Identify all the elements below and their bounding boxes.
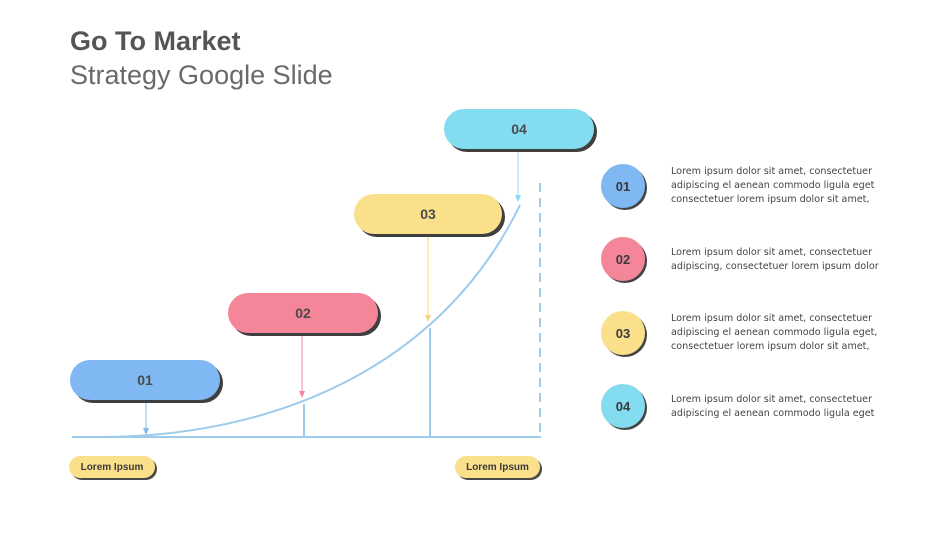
step-pill-02: 02 (228, 293, 378, 333)
pointer-arrow-04 (515, 150, 521, 202)
step-label-01: 01 (137, 372, 153, 388)
legend-text-01: Lorem ipsum dolor sit amet, consectetuer… (671, 166, 875, 205)
axis-tag-left: Lorem Ipsum (69, 456, 155, 478)
pointer-arrow-03 (425, 235, 431, 322)
axis-tag-right: Lorem Ipsum (455, 456, 540, 478)
legend-circle-01: 01 (601, 164, 645, 208)
legend-text-03: Lorem ipsum dolor sit amet, consectetuer… (671, 313, 878, 352)
legend-number-04: 04 (615, 398, 631, 414)
legend-text-04: Lorem ipsum dolor sit amet, consectetuer… (671, 394, 875, 419)
step-pill-03: 03 (354, 194, 502, 234)
legend-number-01: 01 (615, 178, 631, 194)
legend-circle-02: 02 (601, 237, 645, 281)
step-pill-04: 04 (444, 109, 594, 149)
slide-title: Go To Market (70, 26, 241, 56)
legend-number-03: 03 (615, 325, 631, 341)
pointer-arrow-02 (299, 334, 305, 398)
step-label-04: 04 (511, 121, 527, 137)
growth-curve (99, 204, 521, 438)
step-label-02: 02 (295, 305, 311, 321)
legend-circle-03: 03 (601, 311, 645, 355)
legend-text-02: Lorem ipsum dolor sit amet, consectetuer… (671, 247, 879, 272)
legend-circle-04: 04 (601, 384, 645, 428)
pointer-arrow-01 (143, 400, 149, 435)
legend-number-02: 02 (615, 251, 631, 267)
slide-subtitle: Strategy Google Slide (70, 60, 333, 90)
step-label-03: 03 (420, 206, 436, 222)
step-pill-01: 01 (70, 360, 220, 400)
